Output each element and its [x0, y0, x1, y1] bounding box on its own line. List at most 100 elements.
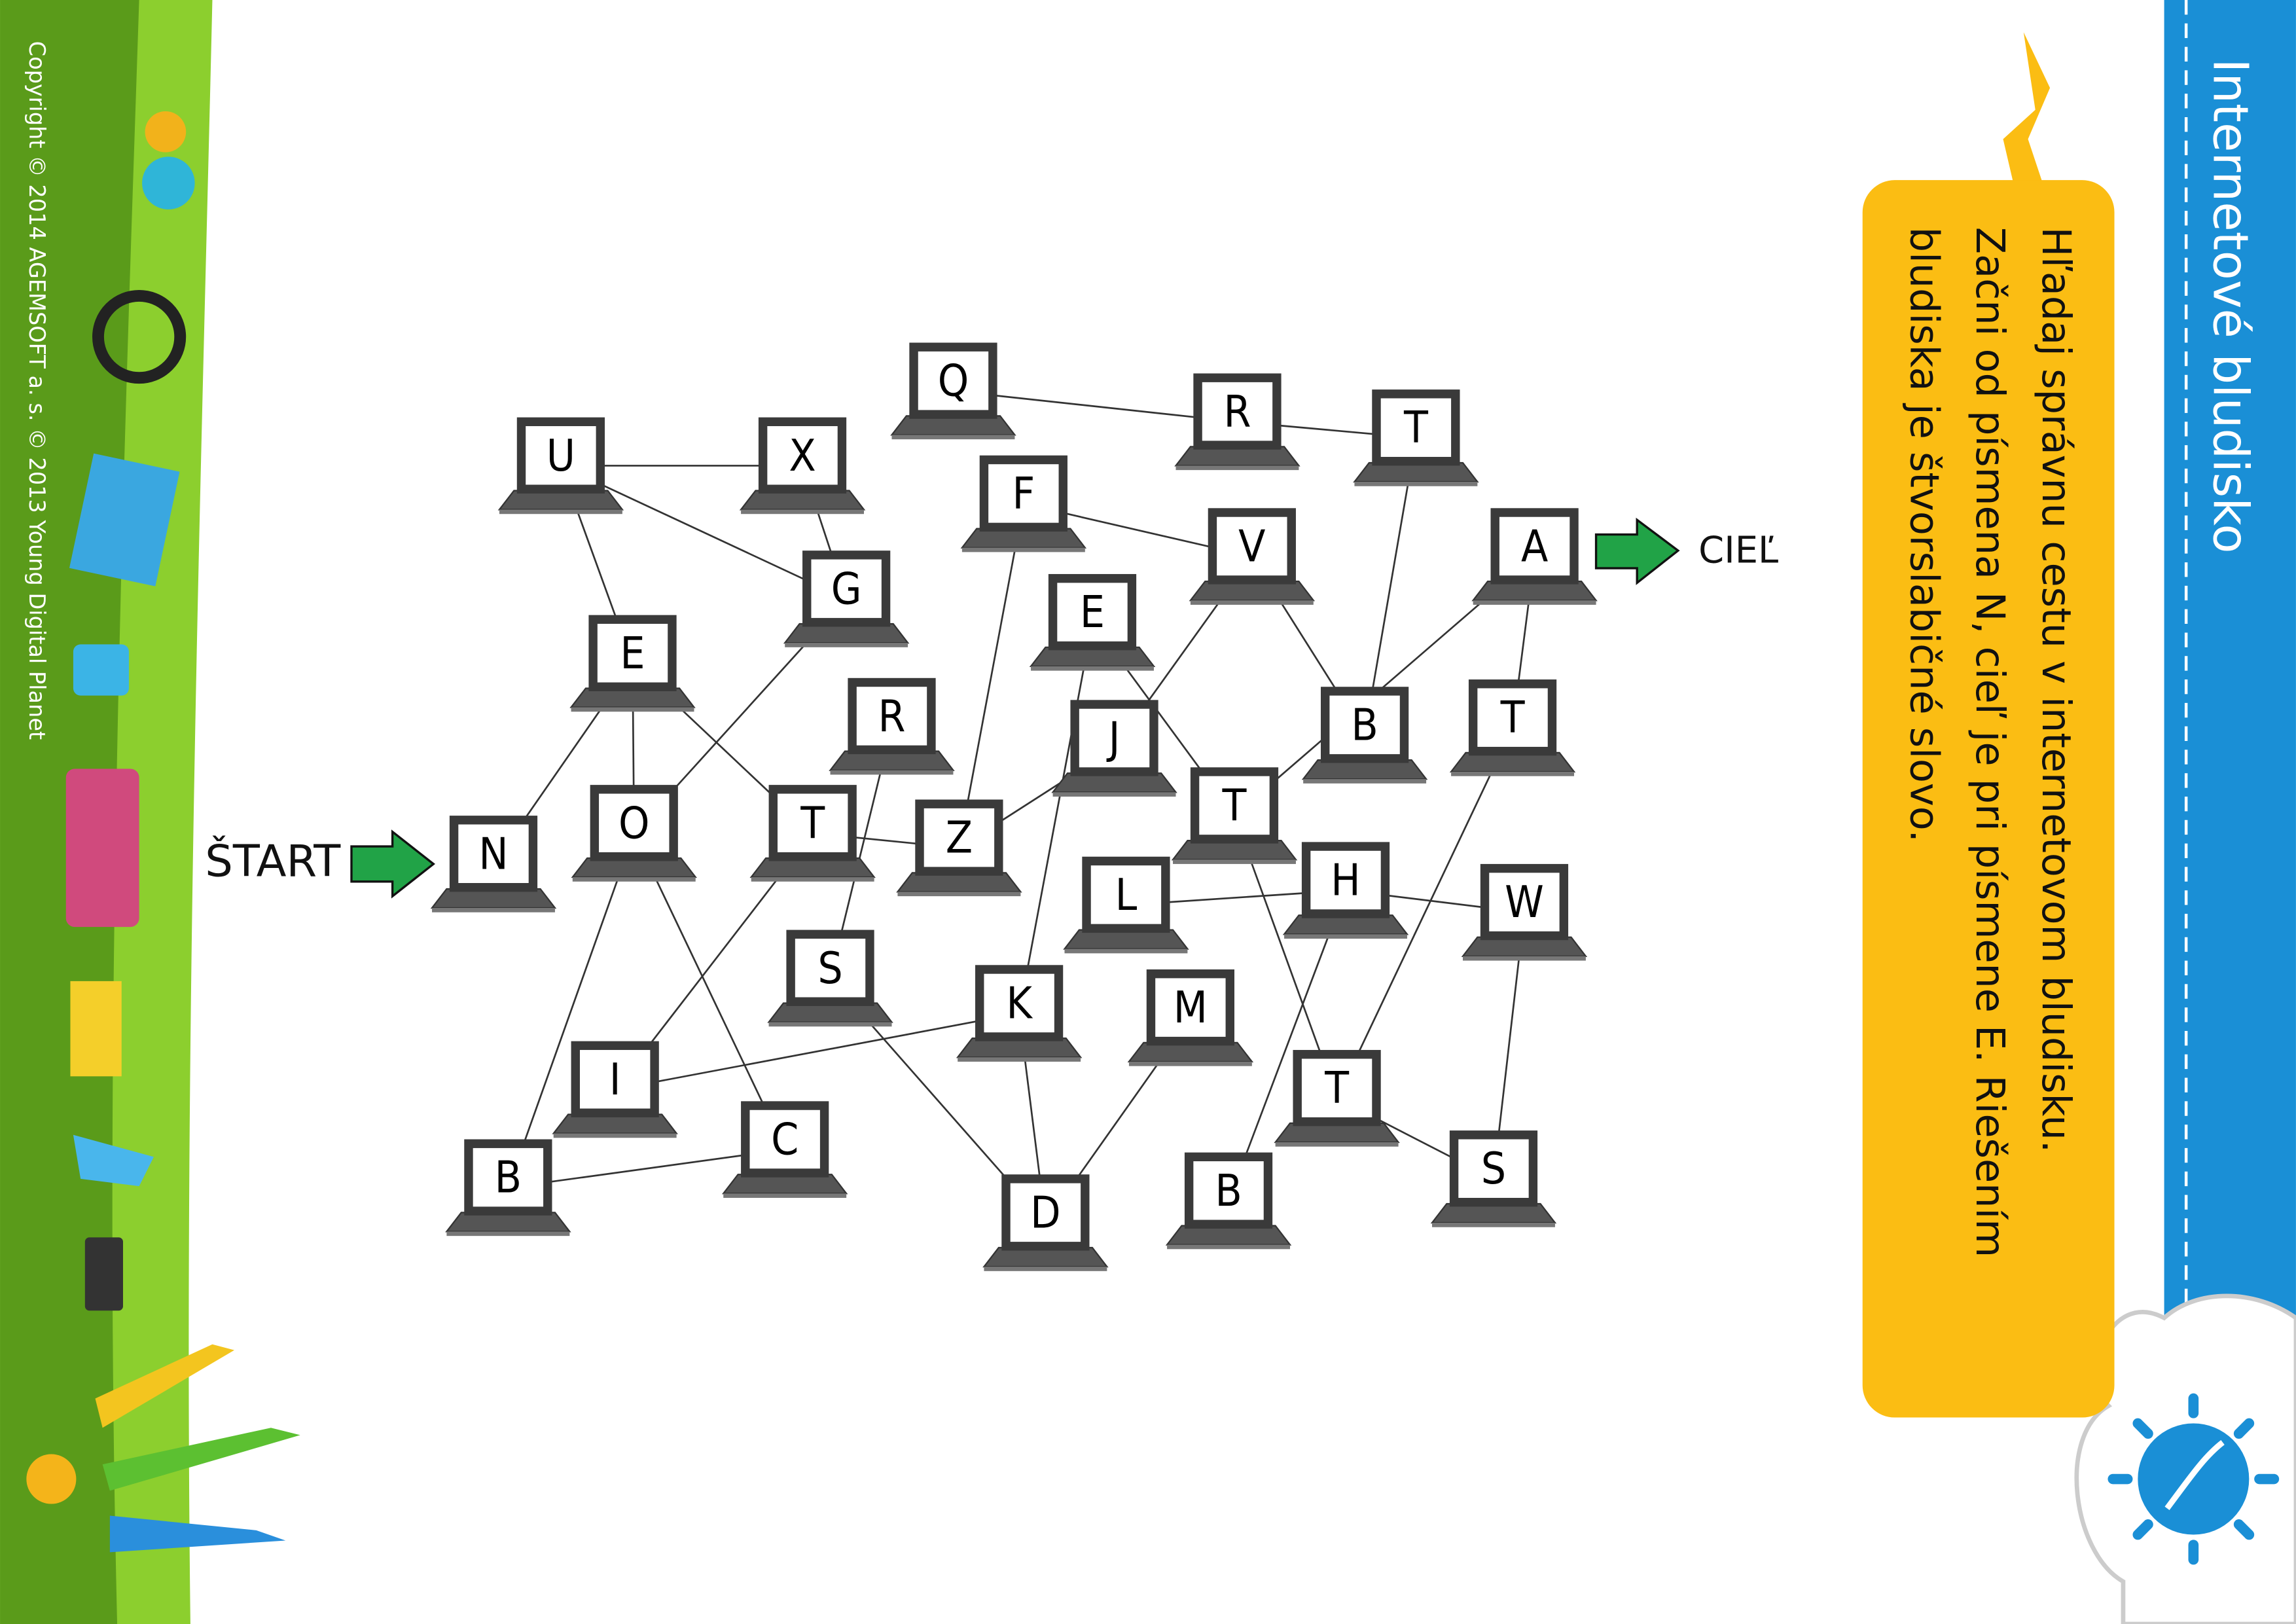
- page-title: Internetové bludisko: [2202, 58, 2259, 553]
- laptop-screen: [1310, 850, 1381, 910]
- laptop-screen: [1301, 1058, 1372, 1117]
- laptop-node-J[interactable]: J: [1051, 700, 1177, 797]
- laptop-node-C[interactable]: C: [721, 1101, 848, 1198]
- laptop-edge: [984, 1267, 1107, 1271]
- laptop-edge: [1064, 948, 1188, 954]
- node-letter: B: [495, 1152, 522, 1203]
- laptop-screen: [1489, 873, 1560, 931]
- laptop-node-T5[interactable]: T: [1274, 1050, 1400, 1147]
- laptop-screen: [1458, 1139, 1529, 1198]
- laptop-edge: [1432, 1223, 1555, 1227]
- laptop-node-N[interactable]: N: [430, 816, 557, 912]
- node-letter: E: [1080, 586, 1105, 638]
- speaker-icon: [84, 1237, 123, 1311]
- laptop-node-B1[interactable]: B: [1301, 687, 1428, 784]
- laptop-edge: [1052, 792, 1176, 797]
- laptop-node-U[interactable]: U: [497, 417, 624, 514]
- node-letter: W: [1505, 876, 1544, 928]
- node-letter: R: [878, 691, 906, 742]
- laptop-edge: [1462, 956, 1586, 961]
- laptop-node-T3[interactable]: T: [749, 785, 876, 882]
- laptop-node-E2[interactable]: E: [1029, 573, 1156, 671]
- laptop-node-V[interactable]: V: [1189, 508, 1316, 605]
- laptop-node-T2[interactable]: T: [1449, 679, 1576, 776]
- laptop-edge: [571, 707, 694, 712]
- copyright-text: Copyright © 2014 AGEMSOFT a. s. © 2013 Y…: [24, 41, 50, 740]
- laptop-node-Q[interactable]: Q: [890, 342, 1016, 440]
- laptop-screen: [749, 1110, 820, 1169]
- laptop-node-K[interactable]: K: [956, 965, 1083, 1062]
- laptop-node-B2[interactable]: B: [445, 1139, 571, 1236]
- laptop-node-S1[interactable]: S: [767, 929, 893, 1027]
- node-letter: N: [478, 828, 508, 879]
- laptop-edge: [768, 1022, 892, 1027]
- laptop-screen: [1057, 583, 1128, 641]
- instruction-box: Hľadaj správnu cestu v internetovom blud…: [1862, 32, 2115, 1418]
- node-letter: I: [609, 1054, 621, 1105]
- laptop-node-T4[interactable]: T: [1171, 767, 1298, 864]
- laptop-node-T1[interactable]: T: [1353, 389, 1479, 486]
- instruction-line-2: Začni od písmena N, cieľ je pri písmene …: [1967, 227, 2013, 1257]
- laptop-edge: [751, 877, 874, 882]
- node-letter: U: [547, 430, 575, 481]
- laptop-node-G[interactable]: G: [783, 550, 910, 647]
- laptop-node-A[interactable]: A: [1471, 508, 1598, 605]
- laptop-node-O[interactable]: O: [571, 785, 697, 882]
- maze-edge-O-C: [633, 833, 786, 1150]
- laptop-edge: [446, 1231, 570, 1236]
- laptop-edge: [553, 1133, 677, 1138]
- node-letter: E: [620, 628, 645, 679]
- laptop-node-E1[interactable]: E: [569, 615, 696, 712]
- laptop-node-B3[interactable]: B: [1165, 1152, 1292, 1250]
- node-letter: B: [1215, 1165, 1242, 1216]
- laptop-edge: [432, 908, 555, 912]
- laptop-screen: [767, 426, 838, 485]
- node-letter: S: [1481, 1143, 1506, 1194]
- laptop-node-F[interactable]: F: [960, 455, 1087, 552]
- laptop-edge: [1284, 934, 1407, 939]
- laptop-edge: [961, 547, 1085, 552]
- maze-edge-T1-B1: [1363, 437, 1417, 736]
- node-letter: B: [1351, 699, 1378, 750]
- laptop-edge: [1128, 1061, 1252, 1066]
- paper-plane-icon: [73, 1134, 154, 1187]
- laptop-screen: [918, 351, 989, 410]
- laptop-node-L[interactable]: L: [1063, 856, 1189, 954]
- laptop-edge: [1031, 666, 1154, 671]
- laptop-edge: [741, 509, 864, 514]
- laptop-edge: [1190, 600, 1314, 605]
- node-letter: Q: [938, 355, 969, 406]
- node-letter: T: [1403, 402, 1429, 453]
- laptop-node-H[interactable]: H: [1282, 842, 1409, 939]
- laptop-screen: [1193, 1161, 1264, 1220]
- laptop-node-D[interactable]: D: [982, 1174, 1109, 1271]
- node-letter: J: [1106, 713, 1121, 764]
- laptop-screen: [1329, 695, 1400, 755]
- node-letter: C: [771, 1114, 798, 1165]
- laptop-node-R2[interactable]: R: [829, 677, 955, 775]
- node-letter: A: [1521, 520, 1548, 571]
- laptop-node-X[interactable]: X: [739, 417, 866, 514]
- laptop-node-Z[interactable]: Z: [896, 799, 1022, 897]
- laptop-node-R1[interactable]: R: [1174, 373, 1300, 471]
- laptop-node-W[interactable]: W: [1461, 863, 1588, 961]
- laptop-node-S2[interactable]: S: [1430, 1130, 1557, 1227]
- laptop-screen: [795, 939, 866, 998]
- laptop-node-I[interactable]: I: [552, 1041, 678, 1138]
- laptop-screen: [1202, 382, 1273, 441]
- instruction-line-1: Hľadaj správnu cestu v internetovom blud…: [2033, 227, 2079, 1153]
- node-letter: T: [1222, 780, 1247, 831]
- laptop-edge: [1175, 465, 1299, 471]
- laptop-screen: [458, 824, 529, 884]
- laptop-screen: [1199, 776, 1270, 835]
- node-letter: L: [1115, 869, 1138, 920]
- laptop-edge: [897, 892, 1021, 897]
- laptop-node-M[interactable]: M: [1127, 969, 1254, 1066]
- laptop-screen: [1079, 708, 1150, 768]
- maze-edge-O-B2: [507, 833, 636, 1188]
- node-letter: V: [1238, 520, 1265, 571]
- goal-arrow-icon: [1594, 517, 1680, 585]
- node-letter: H: [1331, 855, 1360, 906]
- keyboard-icon: [70, 981, 122, 1077]
